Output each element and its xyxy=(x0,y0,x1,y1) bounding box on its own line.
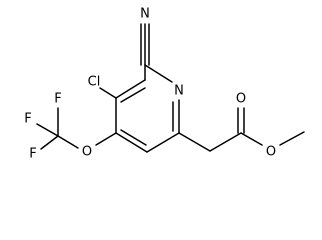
bond-ch2-co xyxy=(209,132,242,152)
bond-c6-ch2 xyxy=(178,132,211,152)
bond-c3-c2 xyxy=(115,79,146,99)
bond-c4-o xyxy=(95,132,117,146)
atom-label-ring-n: N xyxy=(174,84,184,99)
bond-o-methyl xyxy=(279,131,305,146)
bond-c3-c2-double xyxy=(120,87,146,103)
atom-labels: N N Cl O F F F O O xyxy=(24,7,276,162)
bond-c3-cl xyxy=(99,87,117,99)
bond-cf3-f2 xyxy=(36,123,59,137)
atom-label-ester-o: O xyxy=(266,145,276,160)
bond-cf3-f3 xyxy=(40,135,59,150)
atom-label-chlorine: Cl xyxy=(88,75,101,90)
bond-c5-c4-double xyxy=(120,129,147,146)
molecule-diagram: N N Cl O F F F O O xyxy=(24,7,305,162)
bond-c5-c4 xyxy=(115,132,148,153)
structure-svg: N N Cl O F F F O O xyxy=(24,7,305,162)
bond-co-o-ester xyxy=(240,132,263,146)
atom-label-nitrile-n: N xyxy=(140,7,150,22)
atom-label-fluorine-2: F xyxy=(24,112,31,127)
atom-label-carbonyl-o: O xyxy=(236,92,246,107)
atom-label-ether-o: O xyxy=(82,145,92,160)
bonds xyxy=(36,23,305,153)
atom-label-fluorine-1: F xyxy=(54,92,61,107)
bond-c6-c5 xyxy=(146,132,180,153)
bond-o-cf3 xyxy=(57,135,79,149)
atom-label-fluorine-3: F xyxy=(29,147,36,162)
bond-c2-n1 xyxy=(144,64,173,83)
